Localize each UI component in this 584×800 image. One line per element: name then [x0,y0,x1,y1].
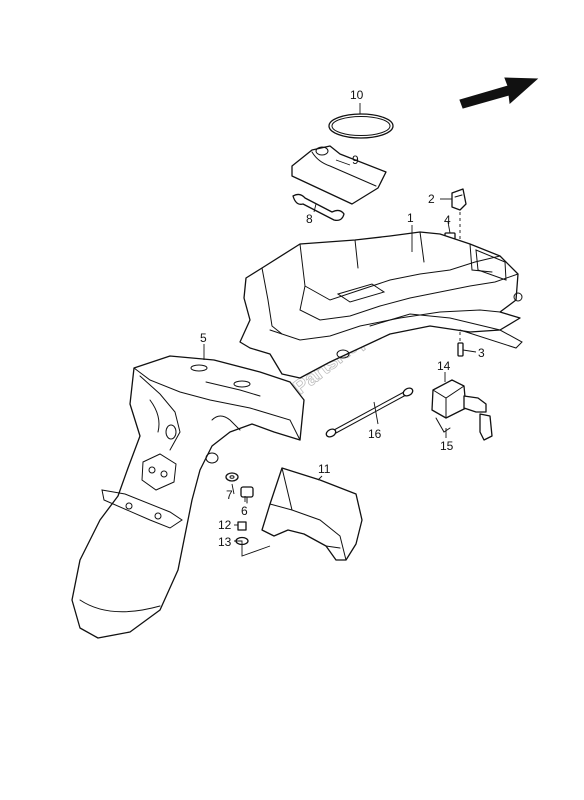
label-6: 6 [241,504,248,518]
washer-part [225,472,239,482]
bolt-part [240,486,254,504]
rear-tray-part [239,231,523,379]
label-3: 3 [478,346,485,360]
label-10: 10 [350,88,364,102]
mud-guard-part [261,467,363,561]
label-8: 8 [306,212,313,226]
label-5: 5 [200,331,207,345]
leader-lines [203,103,477,557]
label-14: 14 [437,359,451,373]
label-9: 9 [352,153,359,167]
label-13: 13 [218,535,232,549]
callout-labels: 10 9 8 2 4 1 3 5 14 16 15 11 7 6 12 13 [200,88,485,549]
bracket-part [451,188,467,211]
cable-part [325,387,414,438]
pin-part [457,342,464,357]
label-12: 12 [218,518,232,532]
small-screw-part [237,521,247,531]
wrench-part [292,193,345,222]
o-ring-part [328,113,394,139]
label-7: 7 [226,488,233,502]
cushion-part [291,145,387,205]
label-15: 15 [440,439,454,453]
label-2: 2 [428,192,435,206]
label-11: 11 [318,462,331,476]
label-16: 16 [368,427,382,441]
rear-fender-part [71,355,305,639]
label-1: 1 [407,211,414,225]
label-4: 4 [444,213,451,227]
front-direction-arrow [459,77,539,109]
seat-lock-part [431,379,493,441]
